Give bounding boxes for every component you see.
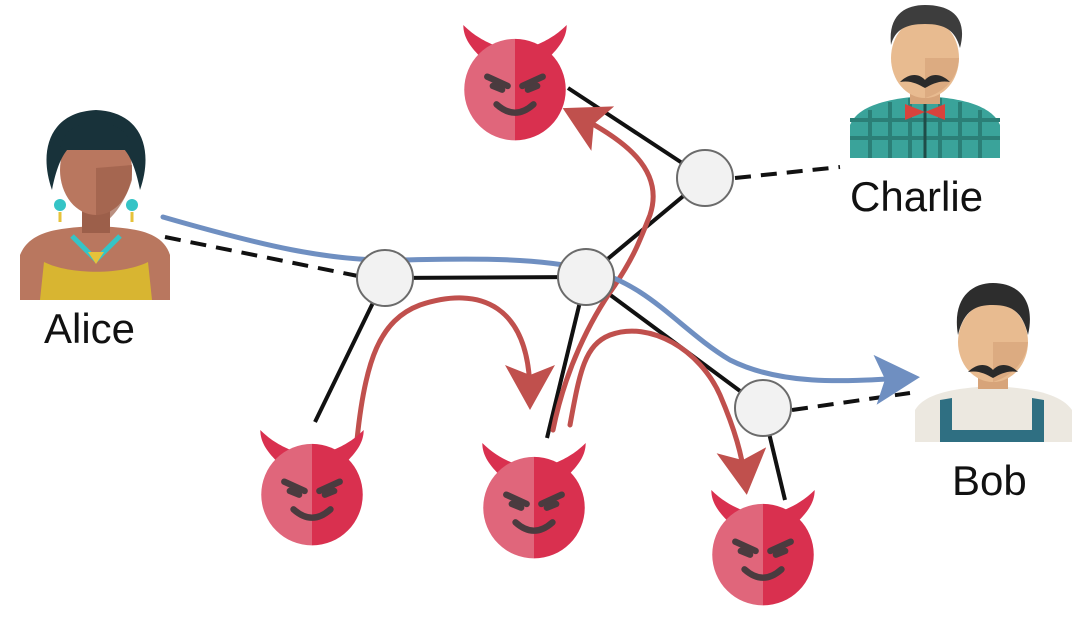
man-mustache-overalls-icon xyxy=(915,283,1072,442)
attack-paths xyxy=(354,106,767,495)
attack-path-3 xyxy=(567,328,767,495)
devil-face-icon xyxy=(482,443,585,558)
woman-avatar-icon xyxy=(20,110,170,300)
man-mustache-bowtie-icon xyxy=(850,5,1000,158)
honest-path xyxy=(160,214,920,405)
devil-face-icon xyxy=(711,490,814,605)
bob-name-label: Bob xyxy=(952,457,1027,504)
charlie-access-link xyxy=(734,165,841,180)
relay-node-middle xyxy=(557,248,615,306)
charlie-name-label: Charlie xyxy=(850,173,984,220)
attack-path-1 xyxy=(354,295,555,443)
alice-name-label: Alice xyxy=(44,305,136,352)
attack-path-2 xyxy=(550,106,656,433)
relay-nodes xyxy=(356,149,792,437)
alice-access-link xyxy=(164,235,359,278)
relay-node-entry xyxy=(356,249,414,307)
devil-face-icon xyxy=(260,430,363,545)
relay-node-charlie xyxy=(676,149,734,207)
bob-access-link xyxy=(791,391,911,412)
devil-face-icon xyxy=(463,25,566,140)
relay-node-bob xyxy=(734,379,792,437)
